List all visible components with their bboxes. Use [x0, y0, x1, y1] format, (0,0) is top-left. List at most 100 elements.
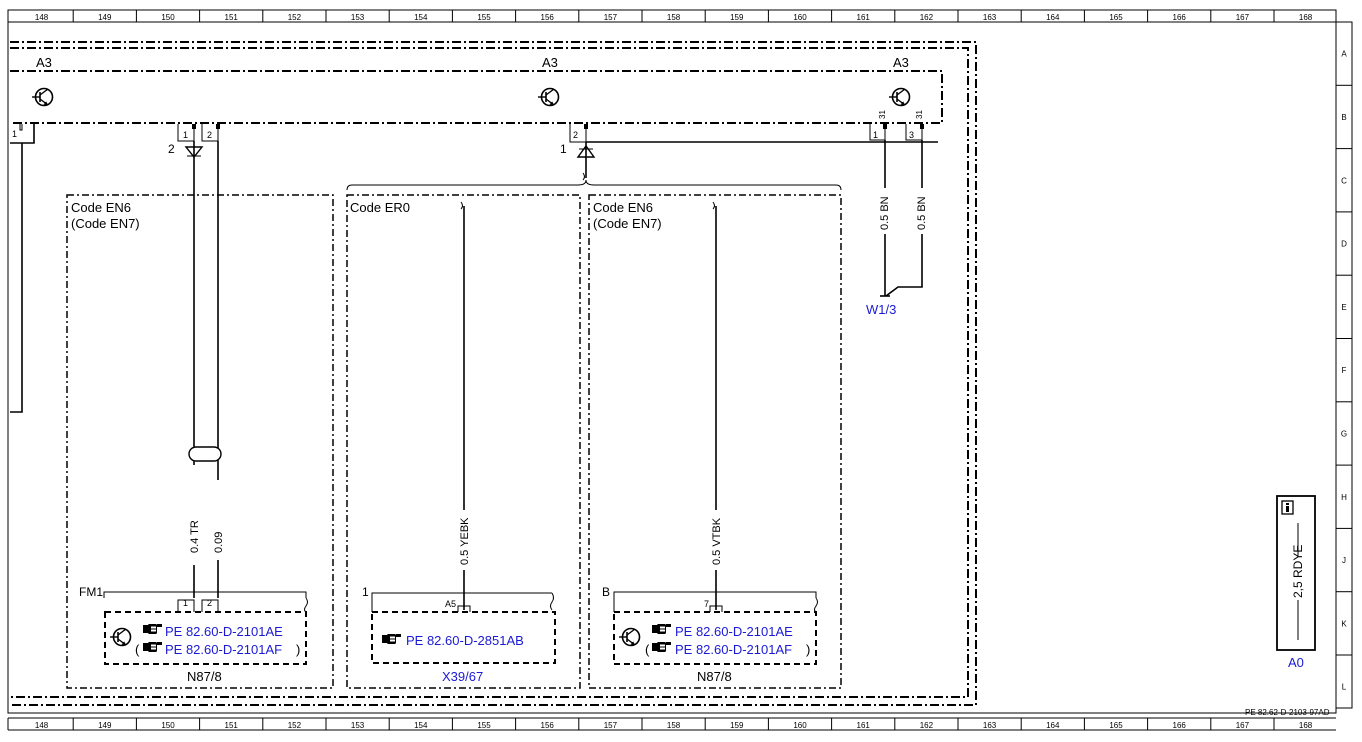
- row-letter: C: [1341, 176, 1347, 185]
- column-number: 151: [225, 721, 239, 730]
- pin-label: 1: [183, 598, 188, 608]
- legend-ground-link[interactable]: A0: [1288, 655, 1304, 670]
- connector-label: 2: [168, 142, 175, 156]
- pin-label: 1: [12, 129, 17, 139]
- row-letter: F: [1342, 366, 1347, 375]
- wire-n87-right: 0.5 VTBK: [710, 201, 723, 610]
- pin-label: 31: [878, 110, 887, 119]
- wire-label: 0.09: [213, 532, 225, 553]
- module-pins: 1 1 2 2 1 31 3 31: [10, 110, 924, 144]
- column-number: 157: [604, 721, 618, 730]
- component-n87-8-left: FM1 1 2 PE 82.60-D-2101AE ( PE 82.60-D-2…: [79, 585, 308, 684]
- column-number: 165: [1109, 13, 1123, 22]
- column-number: 150: [161, 13, 175, 22]
- component-x39-67: 1 A5 PE 82.60-D-2851AB X39/67: [362, 585, 556, 684]
- control-unit-a3: A3 A3 A3: [10, 41, 977, 706]
- bracket-close: ): [806, 642, 810, 657]
- column-number: 150: [161, 721, 175, 730]
- row-letter: B: [1341, 113, 1346, 122]
- pointing-hand-icon: [652, 624, 671, 634]
- row-letter: J: [1342, 556, 1346, 565]
- code-label: Code ER0: [350, 200, 410, 215]
- row-letter: L: [1342, 683, 1347, 692]
- reference-link[interactable]: PE 82.60-D-2851AB: [406, 633, 524, 648]
- pointing-hand-icon: [143, 642, 162, 652]
- transistor-symbol-icon: [888, 87, 911, 107]
- column-number: 156: [541, 721, 555, 730]
- column-number: 161: [857, 721, 871, 730]
- column-number: 157: [604, 13, 618, 22]
- pin-label: 2: [207, 598, 212, 608]
- wire-x39: 0.5 YEBK: [458, 201, 471, 610]
- wire-label: 0.4 TR: [189, 520, 201, 553]
- pointing-hand-icon: [382, 634, 401, 644]
- wire-bus: 1: [346, 141, 938, 191]
- sheet-frame: [7, 9, 1353, 731]
- column-number: 163: [983, 13, 997, 22]
- row-letter: A: [1341, 50, 1347, 59]
- pin-label: 2: [207, 130, 212, 140]
- wire-label: 0.5 BN: [916, 196, 928, 230]
- component-link[interactable]: X39/67: [442, 669, 483, 684]
- column-number: 166: [1173, 13, 1187, 22]
- column-number: 152: [288, 13, 302, 22]
- column-number: 164: [1046, 13, 1060, 22]
- wire-label: 0.5 VTBK: [711, 517, 723, 565]
- column-number: 158: [667, 721, 681, 730]
- bracket-close: ): [296, 642, 300, 657]
- bracket-open: (: [135, 642, 140, 657]
- column-number: 159: [730, 13, 744, 22]
- pin-label: 1: [873, 130, 878, 140]
- component-n87-8-right: B 7 PE 82.60-D-2101AE ( PE 82.60-D-2101A…: [602, 585, 818, 684]
- module-label-left: A3: [36, 55, 52, 70]
- reference-link[interactable]: PE 82.60-D-2101AF: [675, 642, 792, 657]
- pin-label: 3: [909, 130, 914, 140]
- column-number: 151: [225, 13, 239, 22]
- legend-box[interactable]: 2,5 RDYE A0: [1276, 495, 1316, 670]
- column-number: 167: [1236, 721, 1250, 730]
- code-alt-label: (Code EN7): [71, 216, 140, 231]
- column-number: 163: [983, 721, 997, 730]
- wire-label: 0.5 YEBK: [459, 517, 471, 565]
- column-number: 153: [351, 721, 365, 730]
- module-label-right: A3: [893, 55, 909, 70]
- reference-link[interactable]: PE 82.60-D-2101AE: [675, 624, 793, 639]
- column-number: 149: [98, 13, 112, 22]
- connector-label: 1: [560, 142, 567, 156]
- transistor-symbol-icon: [618, 627, 641, 647]
- column-number: 159: [730, 721, 744, 730]
- row-letter: H: [1341, 493, 1347, 502]
- column-number: 166: [1173, 721, 1187, 730]
- pin-label: 2: [573, 130, 578, 140]
- column-number: 168: [1299, 13, 1313, 22]
- column-number: 155: [477, 721, 491, 730]
- column-number: 162: [920, 13, 934, 22]
- document-reference: PE 82.62-D-2103-97AD: [1245, 708, 1330, 717]
- column-number: 165: [1109, 721, 1123, 730]
- wire-w1-3: 0.5 BN 0.5 BN W1/3: [866, 140, 928, 317]
- wire-n87-left: 2 0.4 TR 0.09: [168, 141, 226, 598]
- ground-link-w1-3[interactable]: W1/3: [866, 302, 896, 317]
- column-number: 149: [98, 721, 112, 730]
- column-number: 160: [793, 721, 807, 730]
- column-number: 164: [1046, 721, 1060, 730]
- bracket-open: (: [645, 642, 650, 657]
- wire-offsheet-left: [10, 143, 23, 413]
- pin-label: A5: [445, 599, 456, 609]
- reference-link[interactable]: PE 82.60-D-2101AF: [165, 642, 282, 657]
- option-box-left: Code EN6 (Code EN7): [66, 194, 334, 689]
- code-label: Code EN6: [593, 200, 653, 215]
- column-number: 153: [351, 13, 365, 22]
- connector-label: B: [602, 585, 610, 599]
- reference-link[interactable]: PE 82.60-D-2101AE: [165, 624, 283, 639]
- column-number: 152: [288, 721, 302, 730]
- connector-label: 1: [362, 585, 369, 599]
- row-letter: D: [1341, 240, 1347, 249]
- option-box-right: Code EN6 (Code EN7): [588, 194, 842, 689]
- row-letter: G: [1341, 429, 1347, 438]
- option-box-middle: Code ER0: [346, 194, 581, 689]
